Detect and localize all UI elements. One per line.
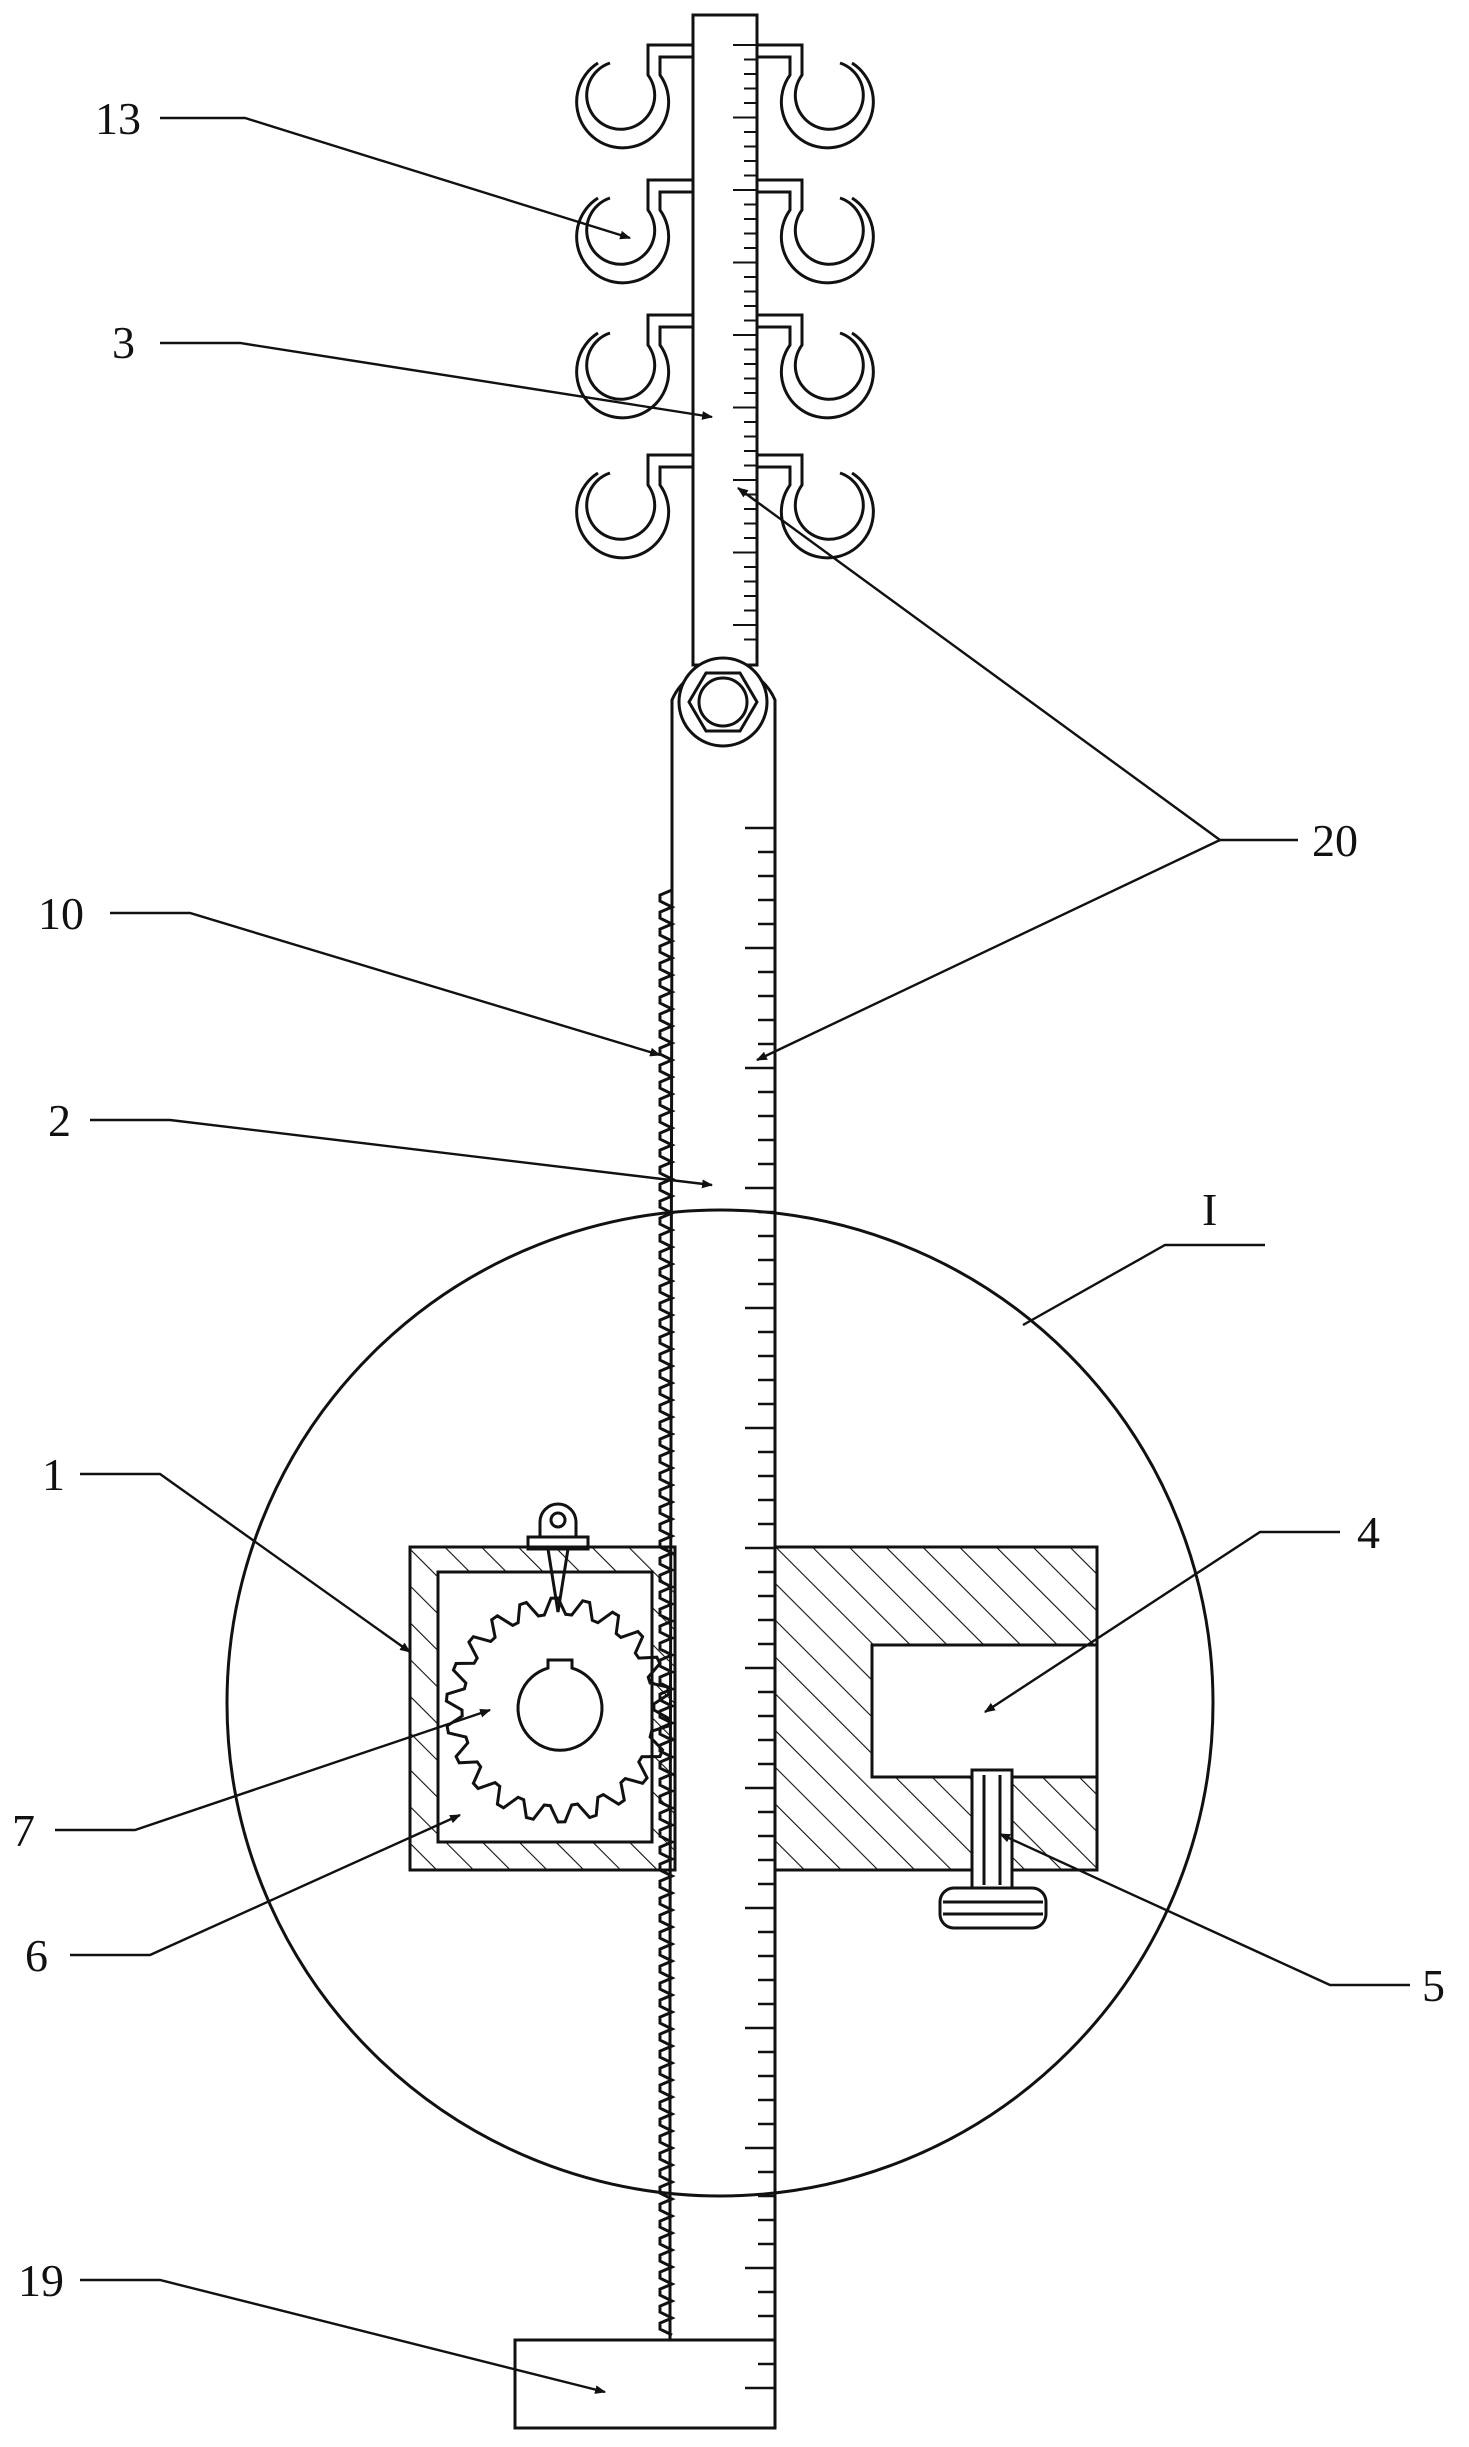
hook-icon <box>575 453 693 560</box>
label-1: 1 <box>42 1449 65 1500</box>
housing-block <box>408 1545 1099 1872</box>
pointer-icon <box>526 1502 590 1613</box>
hook-icon <box>575 313 693 420</box>
rack-teeth-10 <box>658 888 676 2337</box>
label-4: 4 <box>1357 1507 1380 1558</box>
detail-circle-i <box>225 1208 1215 2198</box>
leader-3 <box>160 341 714 420</box>
hook-icon <box>575 178 693 285</box>
screw-head <box>938 1886 1048 1930</box>
hinge-boss <box>677 656 769 748</box>
gear-icon <box>444 1596 672 1824</box>
label-6: 6 <box>25 1930 48 1981</box>
screw-shank <box>970 1768 1014 1890</box>
foot-19 <box>513 2338 777 2430</box>
hex-bolt-icon <box>687 671 759 733</box>
lower-scale-ticks <box>745 826 775 2390</box>
leader-2 <box>90 1118 714 1189</box>
label-3: 3 <box>112 317 135 368</box>
hook-icon <box>575 43 693 150</box>
upper-rod <box>691 13 759 667</box>
label-10: 10 <box>38 888 84 939</box>
label-19: 19 <box>18 2255 64 2306</box>
leader-4 <box>984 1530 1340 1714</box>
leader-20-lower <box>756 838 1221 1062</box>
hook-icon <box>757 178 875 285</box>
leader-7 <box>55 1708 492 1832</box>
reference-labels: 13 3 20 10 2 I 1 4 7 6 5 19 <box>12 93 1445 2306</box>
gear-keyway <box>516 1658 604 1752</box>
leader-i <box>1022 1243 1265 1327</box>
hook-icon <box>757 43 875 150</box>
leader-1 <box>80 1472 411 1653</box>
screw-icon <box>938 1768 1048 1930</box>
leader-10 <box>110 911 662 1057</box>
hinge <box>677 656 769 748</box>
inner-slot-6 <box>436 1570 654 1844</box>
hooks-13 <box>575 43 875 560</box>
label-5: 5 <box>1422 1960 1445 2011</box>
leader-6 <box>70 1813 462 1957</box>
upper-rod-outline <box>691 13 759 667</box>
leader-lines <box>55 116 1410 2394</box>
label-20: 20 <box>1312 815 1358 866</box>
hook-icon <box>757 453 875 560</box>
upper-scale-ticks <box>733 44 757 641</box>
pinion-gear-7 <box>444 1596 672 1824</box>
hook-icon <box>757 313 875 420</box>
leader-5 <box>998 1832 1410 1987</box>
label-i: I <box>1202 1184 1217 1235</box>
label-13: 13 <box>95 93 141 144</box>
leader-13 <box>160 116 632 240</box>
label-2: 2 <box>48 1095 71 1146</box>
label-7: 7 <box>12 1805 35 1856</box>
leader-20-upper <box>737 487 1298 842</box>
leader-19 <box>80 2278 607 2394</box>
